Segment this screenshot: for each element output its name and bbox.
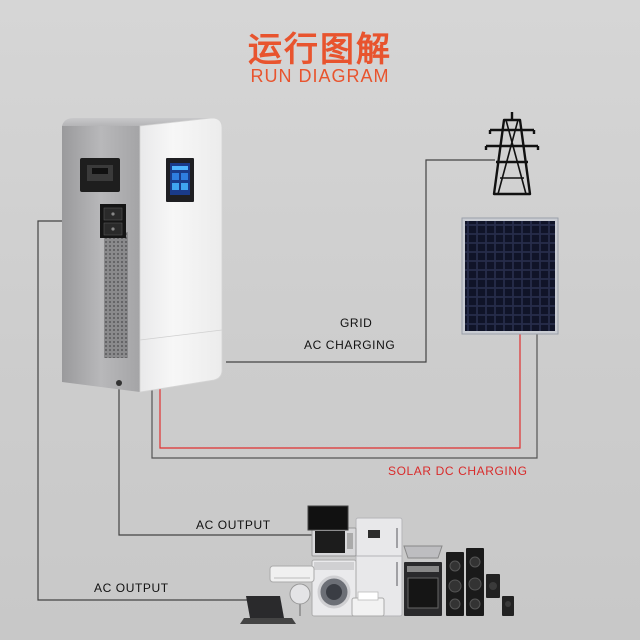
stove-icon	[404, 562, 442, 616]
ac-output-line-upper	[118, 385, 334, 536]
title-chinese: 运行图解	[248, 30, 392, 70]
microwave-icon	[311, 527, 357, 557]
grid-ac-line	[226, 159, 495, 363]
title-english: RUN DIAGRAM	[250, 66, 390, 86]
home-appliances-icon	[240, 505, 514, 624]
label-solar-dc-charging: SOLAR DC CHARGING	[388, 464, 528, 478]
label-grid: GRID	[340, 316, 373, 330]
side-vent	[104, 232, 128, 358]
label-ac-charging: AC CHARGING	[304, 338, 396, 352]
refrigerator-icon	[355, 517, 403, 617]
monitor-icon	[307, 505, 349, 531]
fan-icon	[289, 583, 311, 616]
label-ac-output-upper: AC OUTPUT	[196, 518, 271, 532]
handle-icon	[80, 158, 120, 192]
air-conditioner-icon	[269, 565, 315, 583]
solar-dc-line-red	[159, 332, 521, 449]
range-hood-icon	[403, 545, 443, 559]
laptop-icon	[240, 596, 296, 624]
display-screen-icon	[166, 158, 194, 202]
bottom-connector-icon	[116, 380, 122, 386]
ac-socket-icon	[100, 204, 126, 238]
label-ac-output-lower: AC OUTPUT	[94, 581, 169, 595]
battery-inverter-unit-icon	[62, 117, 223, 393]
printer-icon	[351, 591, 385, 617]
solar-panel-icon	[461, 217, 559, 335]
speaker-icon	[446, 548, 514, 616]
washing-machine-icon	[311, 559, 357, 617]
transmission-tower-icon	[484, 112, 540, 196]
solar-dc-line-outer	[151, 332, 538, 459]
